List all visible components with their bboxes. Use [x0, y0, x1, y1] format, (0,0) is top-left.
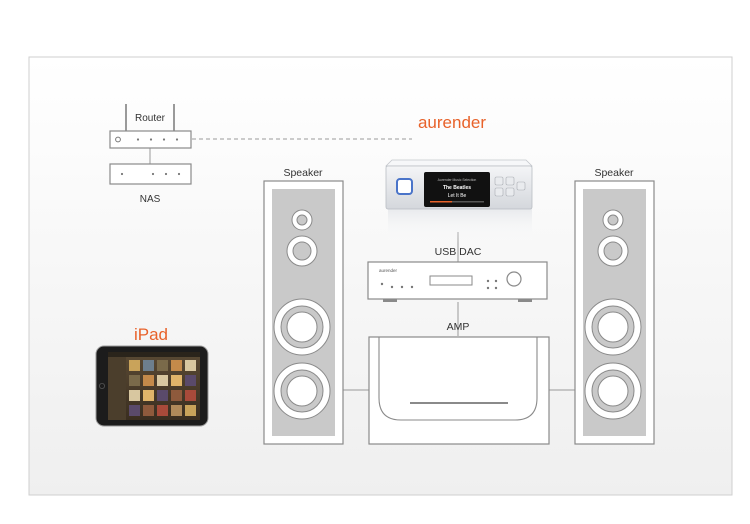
dac-device: aurender [367, 261, 548, 302]
aurender-device: Aurender Music Selection The Beatles Let… [385, 159, 533, 244]
album-thumbnail [143, 405, 154, 416]
amp-label: AMP [447, 321, 470, 333]
album-thumbnail [129, 375, 140, 386]
album-thumbnail [157, 405, 168, 416]
album-thumbnail [129, 405, 140, 416]
album-thumbnail [185, 360, 196, 371]
amp-inner-bezel [378, 337, 538, 421]
nas: NAS [109, 163, 192, 205]
speaker-right-label: Speaker [594, 167, 634, 179]
ipad [95, 345, 209, 427]
aurender-label: aurender [418, 113, 486, 132]
album-thumbnail [171, 405, 182, 416]
aurender-button-1 [494, 176, 504, 186]
dac-volume-knob [506, 271, 522, 287]
dac-display [429, 275, 473, 286]
album-thumbnail [171, 360, 182, 371]
speaker-left-label: Speaker [283, 167, 323, 179]
ipad-label: iPad [134, 325, 168, 344]
nas-label: NAS [140, 194, 161, 205]
album-thumbnail [143, 375, 154, 386]
album-thumbnail [129, 390, 140, 401]
speaker-right: Speaker [574, 167, 655, 445]
dac-brand-label: aurender [379, 268, 398, 273]
ipad-home-button [99, 382, 106, 389]
album-thumbnail [185, 405, 196, 416]
album-thumbnail [185, 375, 196, 386]
aurender-top [385, 159, 533, 167]
aurender-screen-track: Let It Be [448, 193, 467, 199]
album-thumbnail [157, 360, 168, 371]
router: Router [109, 104, 192, 149]
nas-body [109, 163, 192, 185]
aurender-button-5 [516, 181, 526, 191]
router-power-icon [115, 136, 121, 143]
album-thumbnail [143, 360, 154, 371]
aurender-button-2 [505, 176, 515, 186]
album-thumbnail [157, 375, 168, 386]
aurender-power-button [396, 178, 413, 195]
amp-body [368, 336, 550, 445]
album-thumbnail [143, 390, 154, 401]
album-thumbnail [129, 360, 140, 371]
amp-device [368, 336, 550, 445]
aurender-screen-artist: The Beatles [443, 185, 471, 191]
speaker-left: Speaker [263, 167, 344, 445]
album-thumbnail [171, 375, 182, 386]
aurender-screen [424, 172, 490, 207]
album-thumbnail [157, 390, 168, 401]
aurender-button-4 [505, 187, 515, 197]
album-thumbnail [171, 390, 182, 401]
aurender-reflection [388, 208, 532, 244]
usb-dac-label: USB DAC [435, 246, 482, 258]
dac-foot-left [383, 299, 397, 302]
amp-slot [410, 402, 508, 404]
album-thumbnail [185, 390, 196, 401]
ipad-album-grid [129, 360, 196, 416]
dac-foot-right [518, 299, 532, 302]
aurender-button-3 [494, 187, 504, 197]
router-label: Router [135, 113, 166, 124]
aurender-screen-line1: Aurender Music Selection [438, 178, 477, 182]
